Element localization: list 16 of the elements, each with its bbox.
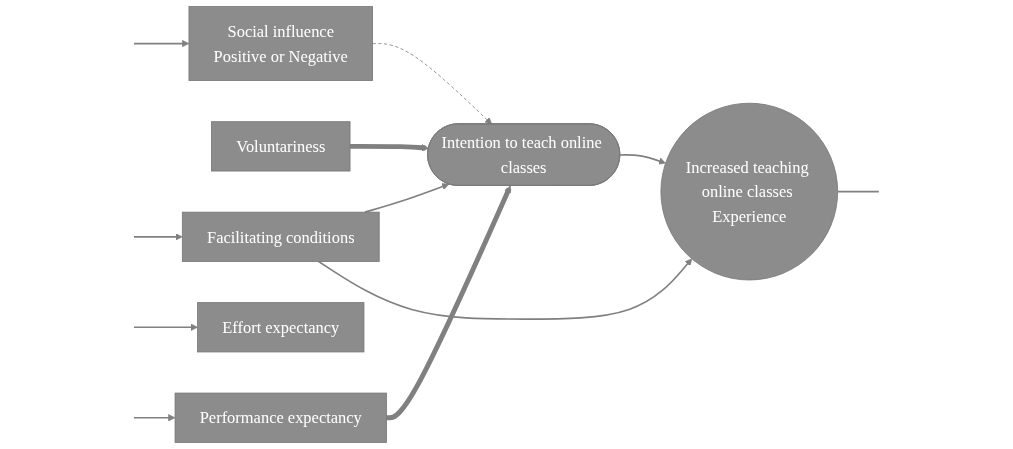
node-box: Performance expectancy (174, 392, 387, 443)
node-box: Voluntariness (211, 121, 351, 172)
node-circle: Increased teaching online classes Experience (660, 102, 839, 281)
node-box: Facilitating conditions (182, 211, 380, 262)
connector (837, 190, 880, 193)
arrow (133, 414, 176, 422)
arrow (364, 183, 450, 213)
arrow (133, 323, 198, 331)
arrow (133, 39, 190, 48)
arrow (133, 233, 183, 241)
node-box: Effort expectancy (197, 302, 365, 353)
arrow (317, 258, 693, 320)
arrow (386, 185, 512, 421)
node-box: Social influence Positive or Negative (188, 6, 374, 81)
arrow (350, 143, 430, 152)
arrow (619, 154, 667, 165)
